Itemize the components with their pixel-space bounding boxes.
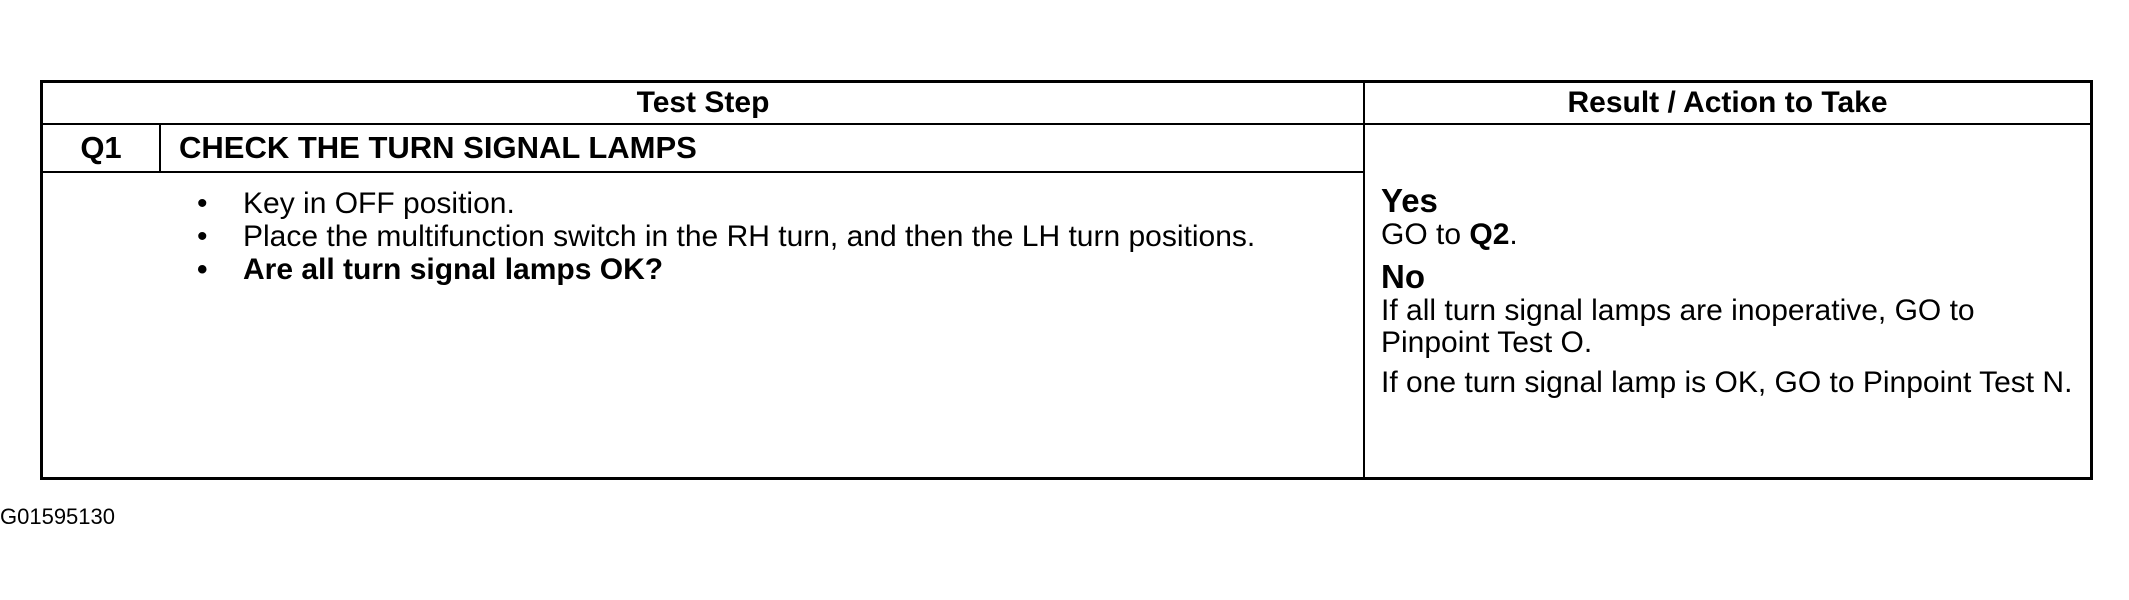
bullet-icon: • bbox=[197, 253, 208, 286]
header-result-action: Result / Action to Take bbox=[1365, 83, 2090, 125]
bullet-icon: • bbox=[197, 187, 208, 220]
instruction-text: Key in OFF position. bbox=[243, 187, 515, 220]
result-actions: Yes GO to Q2. No If all turn signal lamp… bbox=[1381, 183, 2091, 399]
header-test-step: Test Step bbox=[43, 83, 1363, 125]
bullet-icon: • bbox=[197, 220, 208, 253]
step-row: Q1 CHECK THE TURN SIGNAL LAMPS bbox=[43, 125, 1363, 173]
step-instructions: • Key in OFF position. • Place the multi… bbox=[193, 187, 1333, 286]
yes-action-suffix: . bbox=[1509, 218, 1518, 251]
no-label: No bbox=[1381, 258, 1425, 295]
yes-action-target: Q2 bbox=[1469, 218, 1510, 251]
instruction-item-question: • Are all turn signal lamps OK? bbox=[193, 253, 1333, 286]
instruction-text: Are all turn signal lamps OK? bbox=[243, 253, 664, 286]
instruction-item: • Key in OFF position. bbox=[193, 187, 1333, 220]
yes-action: GO to Q2. bbox=[1381, 219, 2091, 251]
step-id: Q1 bbox=[43, 125, 161, 171]
result-column: Result / Action to Take Yes GO to Q2. No… bbox=[1365, 83, 2090, 477]
yes-action-prefix: GO to bbox=[1381, 218, 1470, 251]
instruction-item: • Place the multifunction switch in the … bbox=[193, 220, 1333, 253]
figure-id: G01595130 bbox=[0, 504, 115, 529]
instruction-text: Place the multifunction switch in the RH… bbox=[243, 220, 1256, 253]
yes-label: Yes bbox=[1381, 182, 1438, 219]
test-step-column: Test Step Q1 CHECK THE TURN SIGNAL LAMPS… bbox=[43, 83, 1365, 477]
test-step-table: Test Step Q1 CHECK THE TURN SIGNAL LAMPS… bbox=[40, 80, 2093, 480]
no-action-one-ok: If one turn signal lamp is OK, GO to Pin… bbox=[1381, 366, 2073, 399]
step-title: CHECK THE TURN SIGNAL LAMPS bbox=[179, 130, 697, 165]
no-action-all-inoperative: If all turn signal lamps are inoperative… bbox=[1381, 294, 1975, 359]
